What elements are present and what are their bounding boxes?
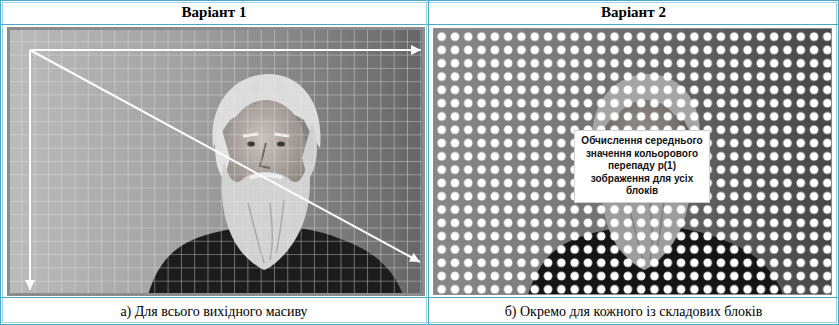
scan-arrow	[30, 50, 420, 262]
portrait-dot-image	[328, 28, 839, 295]
block-grid	[8, 28, 424, 295]
scan-arrow	[30, 49, 421, 51]
scan-arrow	[29, 50, 31, 290]
callout-box: Обчислення середнього значення кольорово…	[574, 130, 710, 203]
column-divider	[428, 0, 429, 325]
table-border-inner	[3, 3, 837, 323]
portrait	[8, 28, 424, 295]
portrait	[433, 28, 832, 295]
cell-caption: а) Для всього вихідного масиву	[0, 298, 428, 325]
row-divider	[0, 24, 839, 25]
cell-caption: б) Окремо для кожного із складових блокі…	[428, 298, 839, 325]
column-divider	[426, 0, 427, 325]
block-dots	[433, 28, 832, 295]
portrait-grid-image	[0, 28, 468, 295]
column-header: Варіант 1	[0, 0, 428, 25]
row-divider	[0, 297, 839, 298]
image-frame	[434, 29, 832, 295]
image-frame	[9, 29, 424, 295]
callout-text: Обчислення середнього значення кольорово…	[580, 135, 704, 198]
column-header: Варіант 2	[428, 0, 839, 25]
